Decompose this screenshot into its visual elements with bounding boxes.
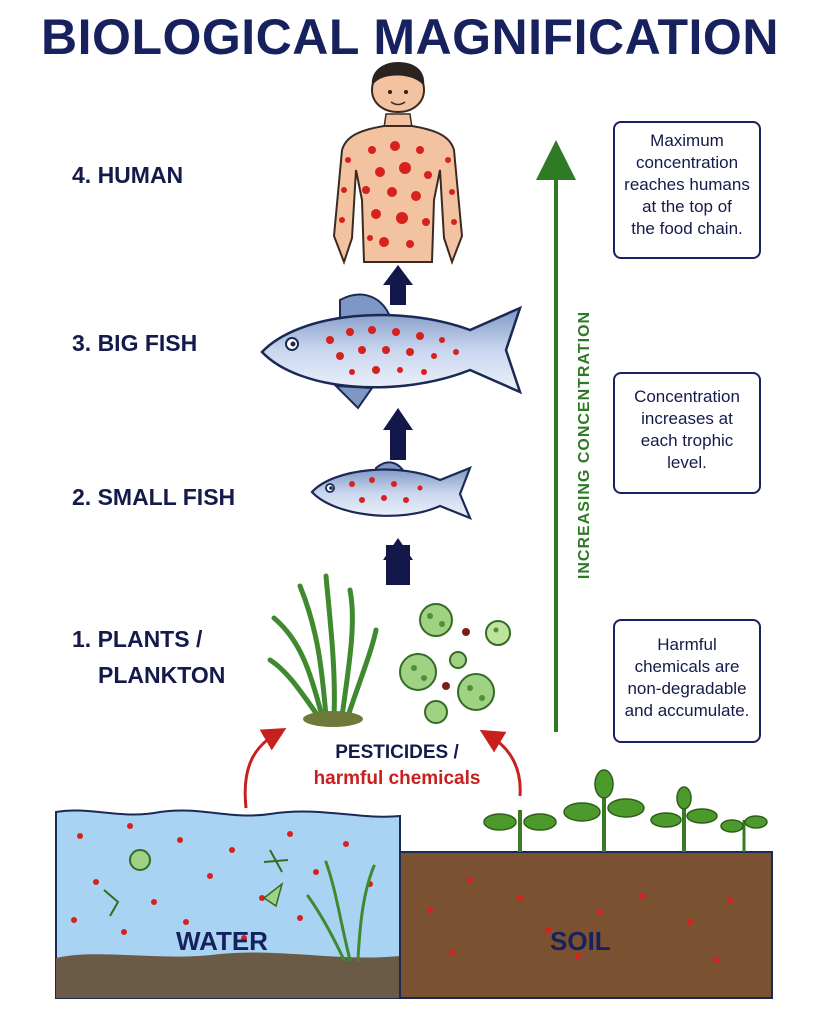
soil-label: SOIL	[550, 926, 611, 956]
diagram-title: BIOLOGICAL MAGNIFICATION	[41, 9, 779, 65]
pesticides-label: PESTICIDES / harmful chemicals	[262, 740, 532, 792]
water-label: WATER	[176, 926, 268, 956]
source-arrow-water	[243, 727, 287, 809]
note-line: Harmful	[657, 635, 717, 654]
source-arrow-soil	[479, 729, 522, 797]
pesticides-label-line1: PESTICIDES /	[335, 742, 459, 763]
note-concentration-increases: Concentration increases at each trophic …	[613, 372, 761, 494]
note-line: at the top of	[642, 197, 732, 216]
note-line: non-degradable	[627, 679, 747, 698]
big-fish	[260, 293, 523, 410]
note-maximum-concentration: Maximum concentration reaches humans at …	[613, 121, 761, 259]
level-label-human: 4. HUMAN	[72, 162, 184, 188]
note-line: concentration	[635, 153, 739, 172]
level-label-plants-line2: PLANKTON	[98, 662, 226, 688]
note-line: each trophic	[640, 431, 734, 450]
small-fish	[310, 461, 473, 520]
note-line: Maximum	[650, 131, 724, 150]
note-line: reaches humans	[624, 175, 750, 194]
human-figure	[332, 62, 464, 265]
level-arrow-1	[383, 538, 413, 585]
level-arrow-3	[383, 265, 413, 305]
note-line: chemicals are	[634, 657, 740, 676]
pesticides-label-line2: harmful chemicals	[313, 768, 481, 789]
note-harmful-chemicals: Harmful chemicals are non-degradable and…	[613, 619, 761, 743]
note-line: and accumulate.	[624, 701, 750, 720]
plankton-cluster	[399, 603, 511, 724]
level-label-small-fish: 2. SMALL FISH	[72, 484, 236, 510]
note-line: level.	[667, 453, 707, 472]
note-line: Concentration	[634, 387, 740, 406]
note-line: increases at	[641, 409, 733, 428]
water-panel	[55, 809, 401, 999]
note-line: the food chain.	[631, 219, 743, 238]
soil-panel	[399, 769, 773, 999]
level-label-plants-line1: 1. PLANTS /	[72, 626, 203, 652]
level-label-big-fish: 3. BIG FISH	[72, 330, 198, 356]
soil-seedlings	[483, 769, 768, 852]
seaweed	[267, 573, 379, 727]
level-arrow-2	[383, 408, 413, 460]
concentration-axis-label: INCREASING CONCENTRATION	[576, 310, 593, 580]
